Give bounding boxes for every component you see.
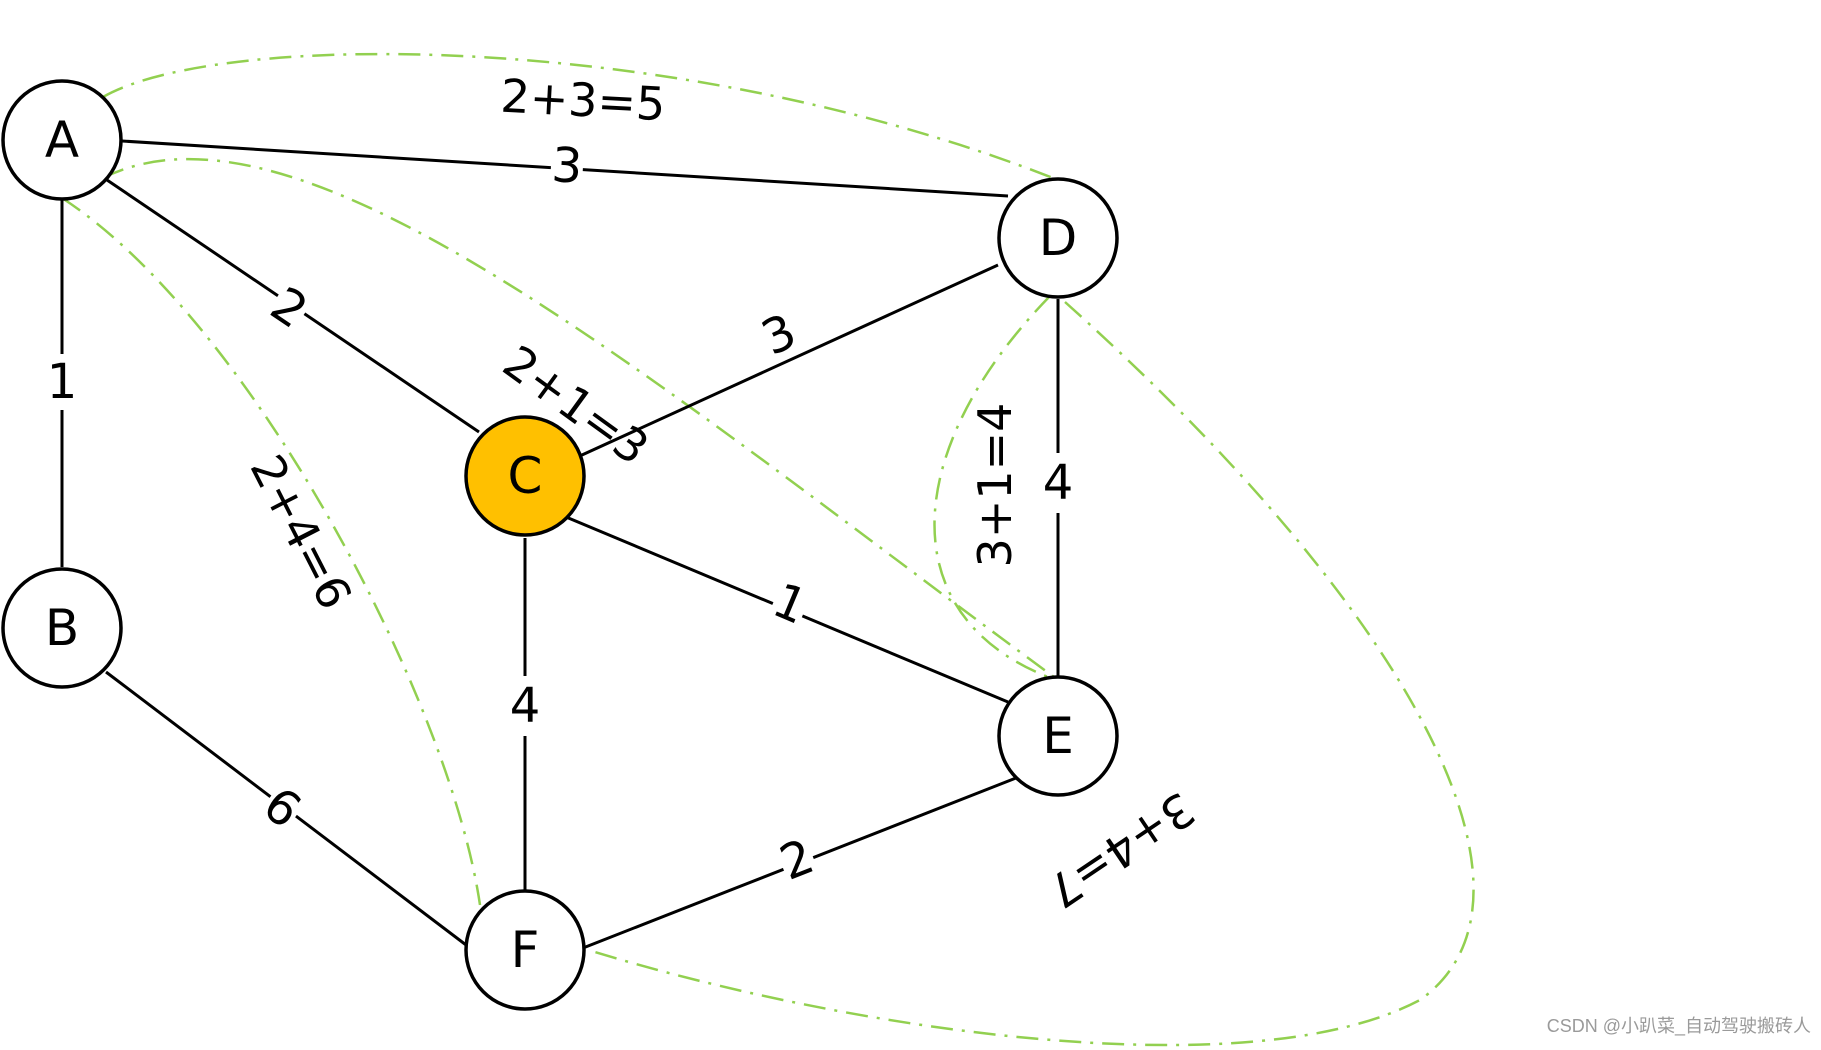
path-curve-a-d (102, 52, 1059, 182)
edge-weight-c-e: 1 (765, 572, 815, 635)
path-curve-a-f (61, 196, 482, 906)
watermark: CSDN @小趴菜_自动驾驶搬砖人 (1546, 1016, 1811, 1036)
edge-weight-c-f: 4 (510, 678, 541, 734)
edge-weight-a-c: 2 (261, 276, 318, 340)
node-a: A (1, 79, 123, 201)
edge-weights: 3 2 1 3 1 4 4 6 (46, 137, 1076, 892)
graph-nodes: A B C D E F (1, 79, 1119, 1011)
path-sum-d-e: 3+1=4 (968, 403, 1022, 568)
path-sum-d-f: 3+4=7 (1038, 782, 1205, 919)
node-a-label: A (45, 111, 79, 169)
path-curve-a-e (102, 157, 1059, 682)
node-b: B (1, 567, 123, 689)
node-f: F (464, 889, 586, 1011)
node-e-label: E (1042, 707, 1074, 765)
node-b-label: B (45, 599, 79, 657)
edge-weight-a-b: 1 (47, 354, 78, 410)
node-e: E (997, 675, 1119, 797)
node-a-circle (1, 79, 123, 201)
node-e-circle (997, 675, 1119, 797)
edge-weight-d-e: 4 (1043, 455, 1074, 511)
node-d-circle (997, 177, 1119, 299)
edge-weight-a-d: 3 (550, 137, 584, 195)
node-b-circle (1, 567, 123, 689)
path-curves (61, 52, 1475, 1047)
edge-c-d (570, 263, 999, 462)
node-f-circle (464, 889, 586, 1011)
node-f-label: F (511, 921, 540, 979)
graph-edges (60, 139, 1060, 953)
node-d-label: D (1039, 209, 1078, 267)
path-curve-d-e (933, 295, 1057, 682)
edge-weight-b-f: 6 (253, 776, 311, 839)
path-curve-d-f (594, 301, 1475, 1047)
node-c: C (464, 415, 586, 537)
node-d: D (997, 177, 1119, 299)
path-sum-a-f: 2+4=6 (240, 446, 363, 617)
node-c-circle (464, 415, 586, 537)
node-c-label: C (508, 447, 543, 505)
path-sum-a-d: 2+3=5 (499, 69, 666, 132)
edge-weight-c-d: 3 (753, 303, 804, 367)
